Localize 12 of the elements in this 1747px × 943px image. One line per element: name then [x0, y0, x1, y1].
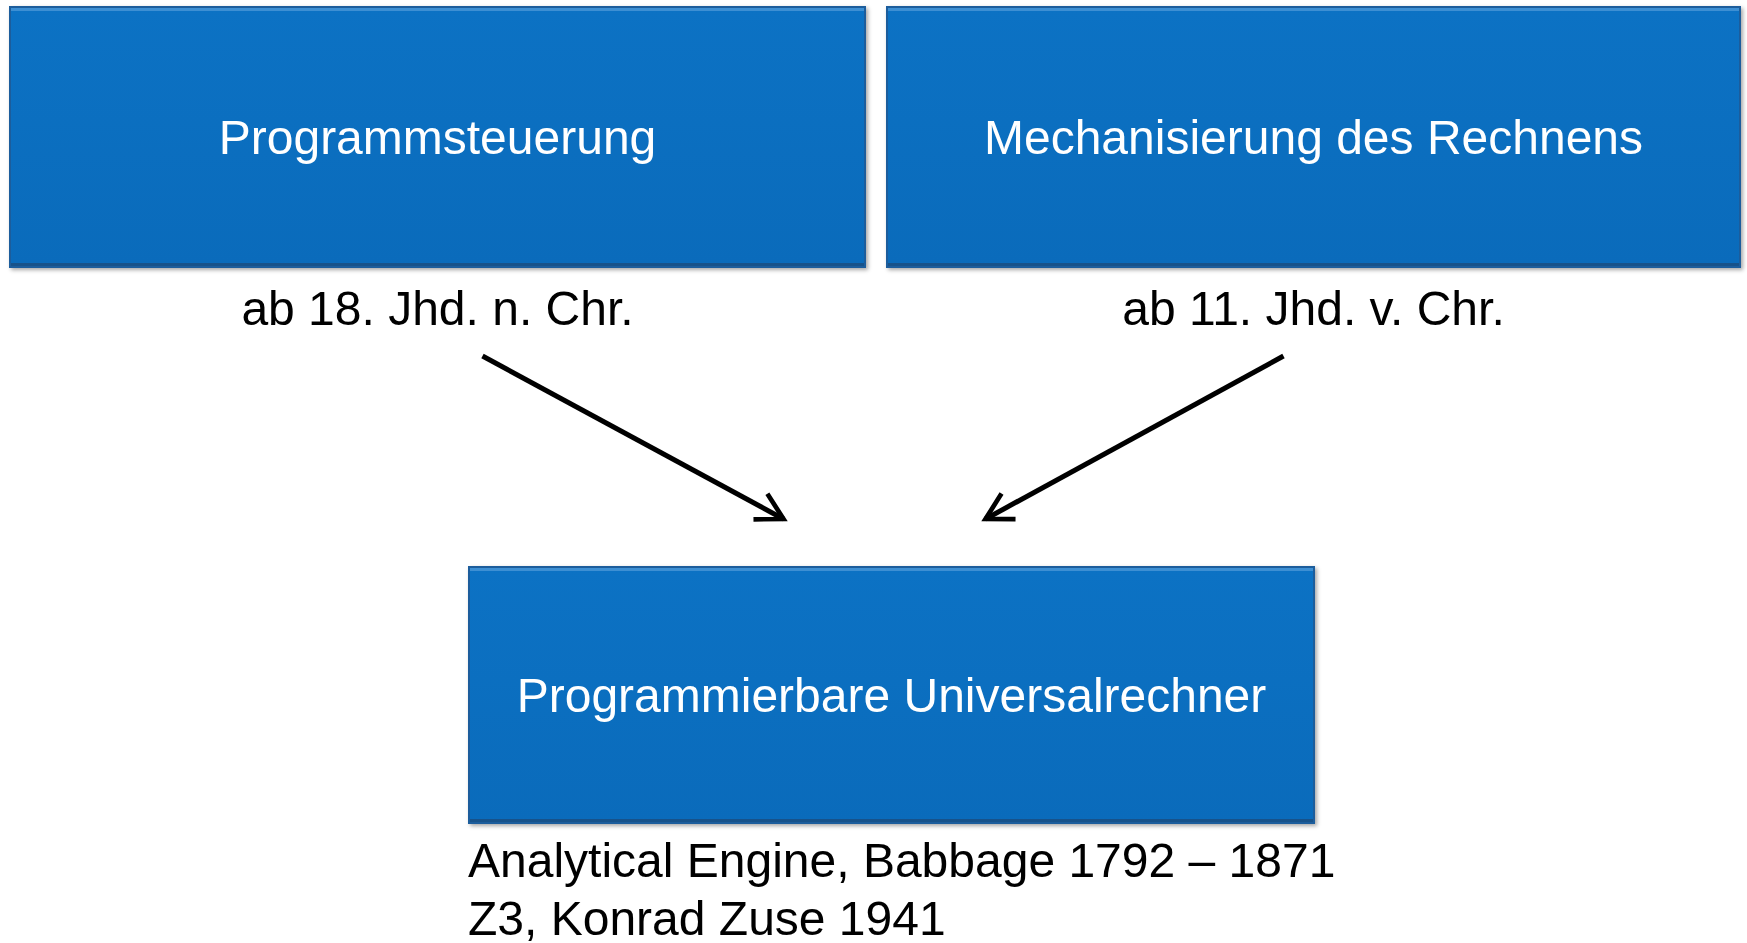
box-label: Programmierbare Universalrechner	[516, 667, 1267, 723]
node-caption: Z3, Konrad Zuse 1941	[468, 891, 947, 943]
process-box	[468, 566, 1315, 824]
arrow	[481, 353, 786, 522]
node-caption: Analytical Engine, Babbage 1792 – 1871	[468, 833, 1337, 889]
arrow	[983, 353, 1285, 522]
process-box	[886, 6, 1741, 268]
node-caption: ab 11. Jhd. v. Chr.	[1121, 281, 1506, 337]
box-label: Mechanisierung des Rechnens	[983, 109, 1644, 165]
node-caption: ab 18. Jhd. n. Chr.	[240, 281, 635, 337]
box-label: Programmsteuerung	[218, 109, 657, 165]
process-box	[9, 6, 866, 268]
